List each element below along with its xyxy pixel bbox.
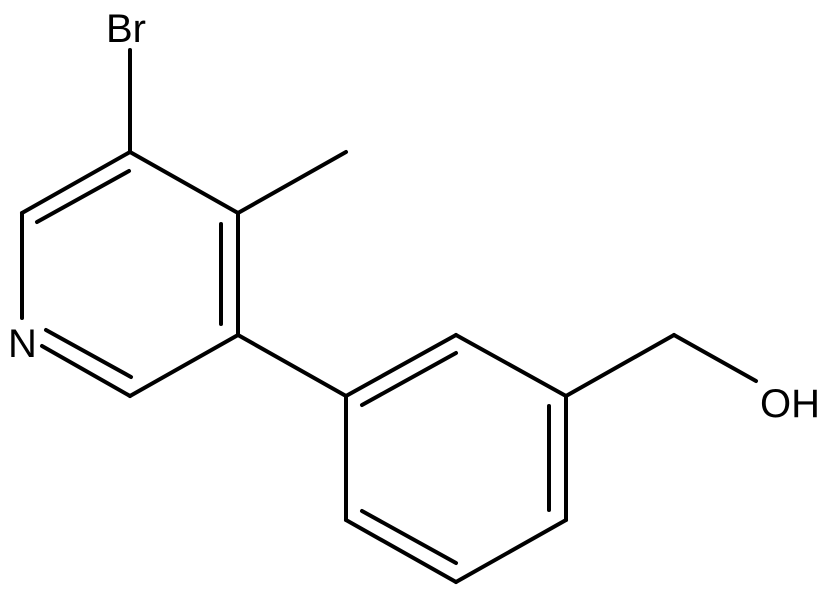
bond-c1prime-c2prime-inner (360, 351, 458, 407)
bond-ch2-oh (672, 333, 758, 383)
bond-c3prime-ch2 (564, 333, 676, 398)
bond-c1prime-c2prime (344, 333, 458, 398)
atom-label-oh: OH (760, 382, 820, 426)
bond-c5prime-c6prime-inner (360, 509, 458, 565)
bond-n-c2 (40, 344, 132, 398)
bond-c4prime-c5prime (454, 518, 568, 584)
bond-c5-c6 (20, 150, 132, 215)
atom-label-n: N (8, 322, 37, 366)
bond-c3-c1prime (236, 333, 348, 398)
atom-label-br: Br (106, 7, 146, 51)
bond-c5-c6-inner (35, 169, 131, 224)
bond-c2prime-c3prime (454, 333, 568, 398)
atom-labels: Br N OH (8, 7, 820, 426)
bond-c4-methyl (236, 150, 348, 215)
bonds (20, 48, 758, 584)
bond-c4-c5 (128, 150, 240, 215)
bond-n-c2-inner (44, 328, 133, 379)
bond-c2-c3 (128, 333, 240, 398)
bond-c5prime-c6prime (344, 518, 458, 584)
